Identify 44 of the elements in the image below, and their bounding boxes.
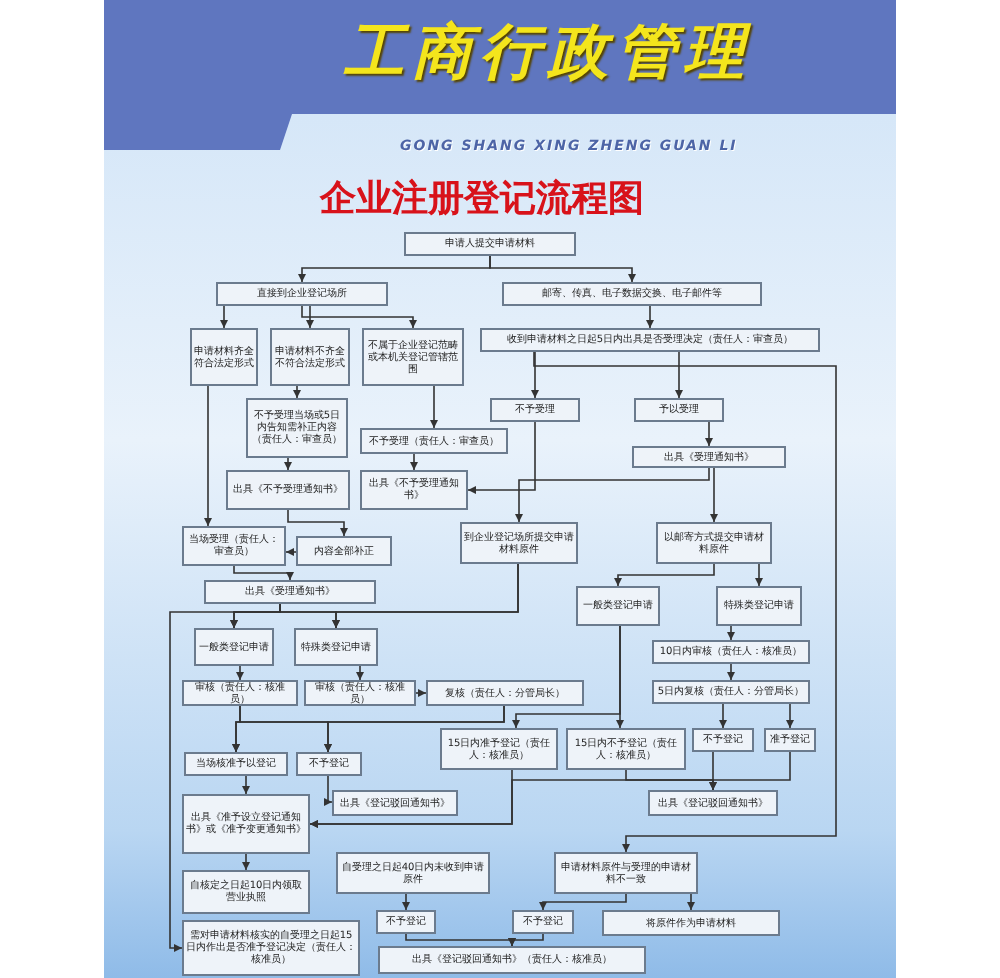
header-title: 工商行政管理 bbox=[344, 18, 752, 90]
arrow bbox=[332, 563, 519, 629]
arrow bbox=[786, 703, 794, 729]
arrow bbox=[705, 421, 713, 447]
arrow bbox=[515, 467, 710, 523]
arrow bbox=[687, 893, 695, 911]
arrow bbox=[287, 509, 348, 537]
arrow bbox=[539, 893, 627, 911]
arrow bbox=[467, 421, 536, 494]
arrow bbox=[220, 305, 228, 329]
arrow bbox=[755, 563, 763, 587]
arrow bbox=[285, 548, 297, 556]
arrow bbox=[727, 663, 735, 681]
arrow bbox=[533, 351, 837, 853]
arrow bbox=[508, 933, 544, 947]
arrow bbox=[709, 751, 717, 791]
arrow bbox=[415, 689, 427, 697]
arrow bbox=[675, 351, 683, 399]
arrow bbox=[169, 603, 281, 952]
arrow bbox=[489, 255, 636, 283]
arrow bbox=[204, 385, 212, 527]
arrow bbox=[242, 775, 250, 795]
arrow bbox=[727, 625, 735, 641]
arrow bbox=[646, 305, 654, 329]
arrow bbox=[309, 751, 791, 828]
arrow bbox=[719, 703, 727, 729]
arrow bbox=[236, 665, 244, 681]
arrow bbox=[324, 705, 505, 753]
arrow bbox=[430, 385, 438, 429]
arrow bbox=[324, 775, 333, 806]
arrow bbox=[402, 893, 410, 911]
arrow bbox=[306, 305, 314, 329]
arrow bbox=[293, 385, 301, 399]
arrow bbox=[616, 625, 624, 729]
flowchart-title: 企业注册登记流程图 bbox=[320, 178, 644, 222]
arrow bbox=[301, 305, 417, 329]
arrow bbox=[284, 457, 292, 471]
arrow bbox=[233, 565, 294, 581]
arrow bbox=[410, 453, 418, 471]
arrow bbox=[242, 853, 250, 871]
arrow bbox=[356, 665, 364, 681]
arrow bbox=[531, 351, 539, 399]
arrow bbox=[614, 563, 715, 587]
arrow bbox=[710, 467, 718, 523]
